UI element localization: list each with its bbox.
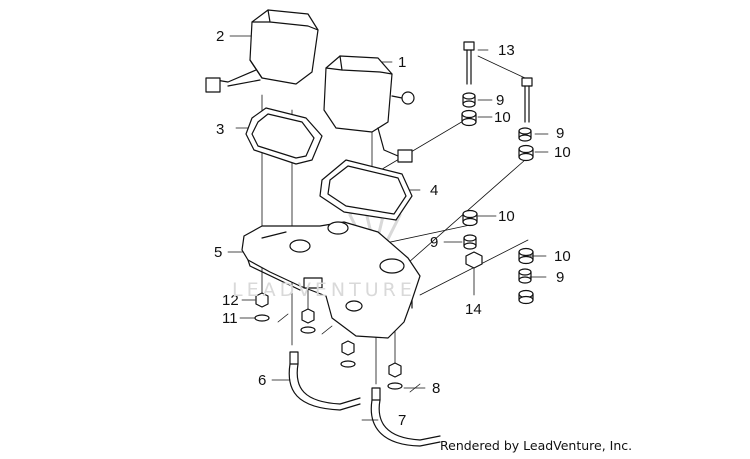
render-credit: Rendered by LeadVenture, Inc.	[440, 438, 633, 453]
callout-9a: 9	[496, 92, 504, 109]
callout-4: 4	[430, 182, 438, 199]
callout-6: 6	[258, 372, 266, 389]
callout-3: 3	[216, 121, 224, 138]
left-gauge-housing	[205, 9, 319, 93]
mounting-base-plate	[241, 221, 421, 339]
grommets	[461, 92, 534, 305]
left-gasket	[245, 107, 323, 165]
nuts-and-washers	[254, 292, 403, 390]
watermark-text: LEADVENTURE	[232, 279, 416, 301]
long-bolts	[463, 41, 533, 123]
right-gauge-housing	[323, 55, 415, 163]
callout-9b: 9	[556, 125, 564, 142]
callout-10c: 10	[498, 208, 515, 225]
callout-9d: 9	[556, 269, 564, 286]
right-gasket	[319, 159, 413, 221]
callout-10a: 10	[494, 109, 511, 126]
callout-12: 12	[222, 292, 239, 309]
cable-7	[370, 387, 441, 447]
callout-5: 5	[214, 244, 222, 261]
callout-14: 14	[465, 301, 482, 318]
callout-9c: 9	[430, 234, 438, 251]
nut	[465, 251, 483, 269]
callout-8: 8	[432, 380, 440, 397]
callout-11: 11	[222, 310, 238, 327]
callout-13: 13	[498, 42, 515, 59]
callout-7: 7	[398, 412, 406, 429]
callout-10b: 10	[554, 144, 571, 161]
callout-labels: 2 1 13 9 10 3 9 10 4 10 9 5 10 9 12 14 1…	[214, 28, 571, 429]
callout-10d: 10	[554, 248, 571, 265]
cable-6	[288, 351, 361, 411]
callout-2: 2	[216, 28, 224, 45]
callout-1: 1	[398, 54, 406, 71]
hatch-marks	[277, 313, 421, 393]
